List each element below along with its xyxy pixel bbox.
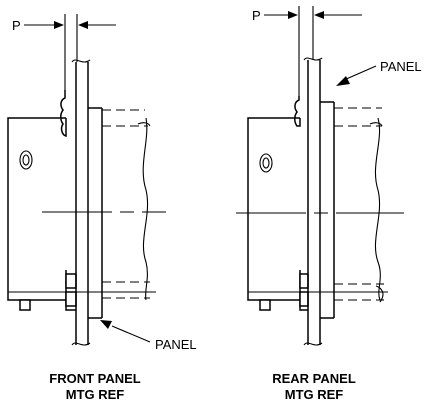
rear-dimension-p: P <box>252 6 362 96</box>
rear-bezel <box>294 96 309 311</box>
rear-panel-callout-label: PANEL <box>380 59 422 74</box>
front-dimension-p: P <box>12 14 116 90</box>
rear-caption-line1: REAR PANEL <box>272 371 356 386</box>
front-panel-callout-label: PANEL <box>155 337 197 352</box>
rear-housing <box>247 117 300 311</box>
front-caption-line2: MTG REF <box>66 387 125 402</box>
front-panel-callout: PANEL <box>100 320 197 352</box>
front-panel-plate <box>71 59 103 346</box>
front-caption-line1: FRONT PANEL <box>49 371 141 386</box>
rear-rear-body-hidden <box>334 107 384 303</box>
front-bezel <box>60 90 77 311</box>
rear-panel-mounting-figure: P PANEL <box>236 6 422 402</box>
rear-panel-callout: PANEL <box>336 59 422 86</box>
rear-caption-line2: MTG REF <box>285 387 344 402</box>
front-housing <box>7 117 66 311</box>
front-dimension-p-label: P <box>12 18 21 33</box>
rear-dimension-p-label: P <box>252 8 261 23</box>
front-rear-body-hidden <box>102 109 151 301</box>
front-panel-mounting-figure: P <box>7 14 197 402</box>
rear-panel-plate <box>303 57 335 346</box>
